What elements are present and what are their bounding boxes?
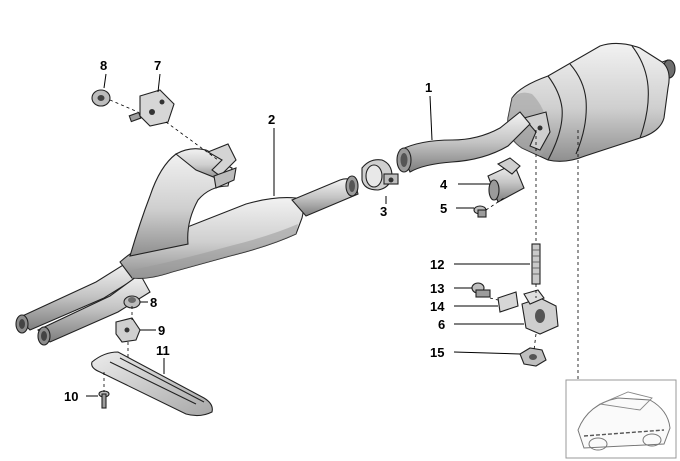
callout-15: 15 <box>430 345 444 360</box>
screw-13 <box>471 282 491 298</box>
front-exhaust-pipe <box>15 143 359 346</box>
rear-silencer <box>507 42 676 162</box>
callout-2: 2 <box>268 112 275 127</box>
callout-14: 14 <box>430 299 445 314</box>
callout-labels: 1 2 3 4 5 7 8 8 9 11 10 12 13 14 6 15 <box>64 58 448 404</box>
hanger-bracket-upper <box>128 89 175 127</box>
pipe-clamp <box>361 159 399 191</box>
callout-12: 12 <box>430 257 444 272</box>
callout-4: 4 <box>440 177 448 192</box>
rubber-mount-upper <box>91 89 111 107</box>
screw-10 <box>98 390 110 409</box>
callout-8-upper: 8 <box>100 58 107 73</box>
callout-11: 11 <box>156 343 170 358</box>
callout-9: 9 <box>158 323 165 338</box>
washer-14 <box>497 291 519 313</box>
nut-15 <box>519 347 547 367</box>
heat-shield-plate <box>91 351 213 417</box>
callout-3: 3 <box>380 204 387 219</box>
car-outline-icon <box>565 379 677 459</box>
callout-7: 7 <box>154 58 161 73</box>
callout-5: 5 <box>440 201 447 216</box>
callout-1: 1 <box>425 80 432 95</box>
stud-bolt-12 <box>531 243 541 285</box>
rear-pipe <box>396 111 531 173</box>
leader-lines <box>86 73 530 397</box>
callout-10: 10 <box>64 389 78 404</box>
assembly-lines <box>103 99 579 392</box>
screw-5 <box>473 205 487 218</box>
pipe-sleeve-4 <box>487 157 525 203</box>
callout-13: 13 <box>430 281 444 296</box>
rubber-hanger-6 <box>521 289 559 335</box>
clamp-bracket-lower <box>115 317 141 343</box>
rubber-mount-lower <box>123 295 141 309</box>
callout-6: 6 <box>438 317 445 332</box>
callout-8-lower: 8 <box>150 295 157 310</box>
